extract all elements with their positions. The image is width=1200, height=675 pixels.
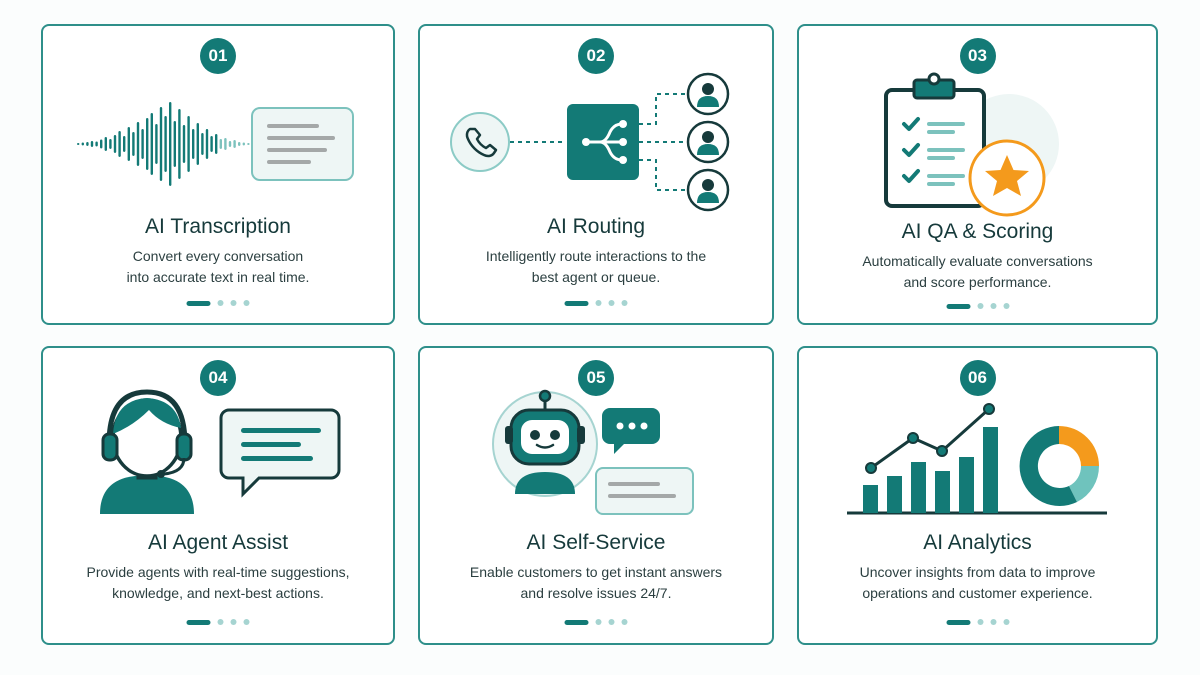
dot[interactable] [230, 619, 237, 625]
dot[interactable] [217, 619, 224, 625]
dot[interactable] [595, 619, 602, 625]
analytics-chart-icon [847, 403, 1107, 515]
dot[interactable] [1003, 303, 1009, 309]
card-description: Intelligently route interactions to the … [485, 248, 707, 285]
dot[interactable] [608, 619, 615, 625]
dot-active[interactable] [564, 300, 589, 306]
dot[interactable] [990, 303, 996, 309]
waveform-transcript-icon [77, 102, 354, 186]
card-number-badge: 06 [959, 360, 996, 396]
dot[interactable] [595, 300, 602, 306]
card-title: AI QA & Scoring [901, 220, 1054, 243]
dot-active[interactable] [186, 619, 211, 625]
clipboard-star-icon [884, 72, 1059, 217]
card-ai-agent-assist[interactable]: 04 AI Agent Assist Provide agents with r… [41, 346, 395, 645]
card-description: Convert every conversation into accurate… [126, 248, 310, 285]
pagination-dots[interactable] [946, 619, 1009, 625]
dot-active[interactable] [186, 300, 211, 306]
call-routing-icon [450, 72, 730, 212]
card-number-badge: 01 [200, 38, 236, 74]
dot[interactable] [243, 619, 250, 625]
card-number-badge: 05 [578, 360, 614, 396]
card-ai-qa-scoring[interactable]: 03 AI QA & Scoring Autom [797, 24, 1158, 325]
dot-active[interactable] [946, 303, 970, 309]
pagination-dots[interactable] [564, 300, 628, 306]
card-description: Uncover insights from data to improve op… [859, 564, 1096, 601]
pagination-dots[interactable] [186, 300, 250, 306]
card-title: AI Self-Service [526, 531, 666, 554]
card-description: Provide agents with real-time suggestion… [86, 564, 350, 601]
dot[interactable] [990, 619, 996, 625]
dot[interactable] [243, 300, 250, 306]
card-ai-transcription[interactable]: 01 AI Transcription Convert every conver… [41, 24, 395, 325]
card-title: AI Routing [546, 215, 646, 238]
card-ai-self-service[interactable]: 05 AI Self-Service Enable customers to g… [418, 346, 774, 645]
card-ai-analytics[interactable]: 06 AI Analytics Uncove [797, 346, 1158, 645]
card-number-badge: 03 [959, 38, 996, 74]
dot[interactable] [1003, 619, 1009, 625]
dot[interactable] [977, 619, 983, 625]
card-title: AI Analytics [923, 531, 1032, 554]
dot[interactable] [217, 300, 224, 306]
pagination-dots[interactable] [186, 619, 250, 625]
dot[interactable] [621, 300, 628, 306]
card-description: Automatically evaluate conversations and… [862, 253, 1093, 290]
dot[interactable] [621, 619, 628, 625]
card-number-badge: 02 [578, 38, 614, 74]
card-title: AI Transcription [145, 215, 291, 238]
pagination-dots[interactable] [564, 619, 628, 625]
card-title: AI Agent Assist [147, 531, 289, 554]
dot[interactable] [230, 300, 237, 306]
card-ai-routing[interactable]: 02 AI Routing Intelli [418, 24, 774, 325]
chatbot-icon [492, 389, 694, 515]
dot[interactable] [977, 303, 983, 309]
headset-agent-icon [100, 389, 341, 514]
dot[interactable] [608, 300, 615, 306]
pagination-dots[interactable] [946, 303, 1009, 309]
dot-active[interactable] [946, 619, 970, 625]
dot-active[interactable] [564, 619, 589, 625]
card-description: Enable customers to get instant answers … [469, 564, 723, 601]
card-number-badge: 04 [200, 360, 236, 396]
